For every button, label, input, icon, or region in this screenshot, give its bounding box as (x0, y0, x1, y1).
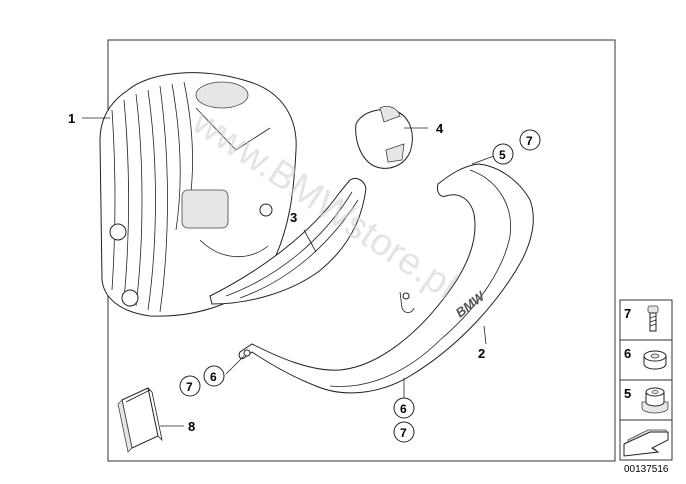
direction-arrow-icon (623, 429, 669, 457)
washer-icon (643, 350, 667, 370)
legend-label-5: 5 (624, 386, 631, 401)
callout-4: 4 (436, 121, 444, 136)
callout-7-top: 7 (526, 134, 533, 148)
callout-circle-7-left (179, 375, 201, 397)
callout-circle-6-left (203, 365, 225, 387)
grommet-icon (641, 387, 669, 414)
small-cap-part[interactable] (355, 106, 413, 169)
callout-1: 1 (68, 111, 75, 126)
callout-7-left: 7 (186, 380, 193, 394)
callout-6-bottom: 6 (400, 402, 407, 416)
trim-strip-part[interactable] (209, 177, 367, 305)
cylinder-head-part[interactable] (99, 72, 297, 317)
callout-circle-7-top (519, 129, 541, 151)
callout-circle-7-bottom (393, 421, 415, 443)
manual-booklet-part[interactable] (117, 387, 163, 453)
screw-icon (647, 305, 659, 332)
callout-circle-6-bottom (393, 397, 415, 419)
legend-label-7: 7 (624, 306, 631, 321)
engine-guard-part[interactable] (238, 163, 534, 394)
callout-7-bottom: 7 (400, 426, 407, 440)
callout-6-left: 6 (210, 370, 217, 384)
callout-5-top: 5 (499, 148, 506, 162)
reference-number: 00137516 (624, 464, 669, 475)
callout-8: 8 (188, 419, 195, 434)
callout-2: 2 (478, 346, 485, 361)
callout-circle-5-top (492, 143, 514, 165)
callout-3: 3 (290, 210, 297, 225)
legend-label-6: 6 (624, 346, 631, 361)
fastener-legend: 7 6 5 (619, 299, 673, 461)
